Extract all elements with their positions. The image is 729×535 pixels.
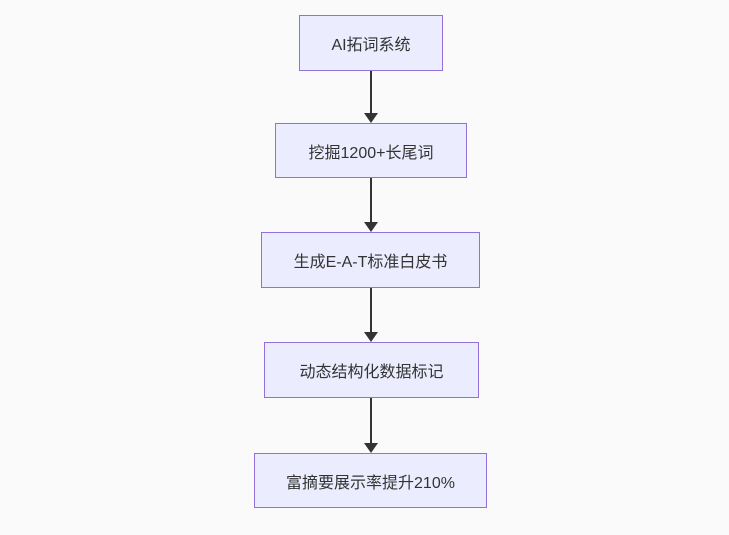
flow-arrow-3 [364, 288, 378, 342]
arrow-head-icon [364, 222, 378, 232]
flowchart-node-eat-whitepaper: 生成E-A-T标准白皮书 [261, 232, 480, 288]
flowchart-node-rich-snippet-result: 富摘要展示率提升210% [254, 453, 487, 508]
arrow-head-icon [364, 113, 378, 123]
arrow-line [370, 398, 372, 443]
arrow-head-icon [364, 332, 378, 342]
flowchart-node-ai-expansion-system: AI拓词系统 [299, 15, 443, 71]
flowchart-node-longtail-mining: 挖掘1200+长尾词 [275, 123, 467, 178]
arrow-head-icon [364, 443, 378, 453]
arrow-line [370, 178, 372, 222]
node-label: 挖掘1200+长尾词 [308, 144, 434, 162]
flow-arrow-1 [364, 71, 378, 123]
flow-arrow-4 [364, 398, 378, 453]
node-label: 富摘要展示率提升210% [286, 474, 455, 492]
arrow-line [370, 71, 372, 113]
node-label: 动态结构化数据标记 [299, 364, 444, 381]
arrow-line [370, 288, 372, 332]
node-label: 生成E-A-T标准白皮书 [293, 254, 448, 271]
node-label: AI拓词系统 [331, 37, 411, 54]
flow-arrow-2 [364, 178, 378, 232]
flowchart-node-structured-data-markup: 动态结构化数据标记 [264, 342, 479, 398]
